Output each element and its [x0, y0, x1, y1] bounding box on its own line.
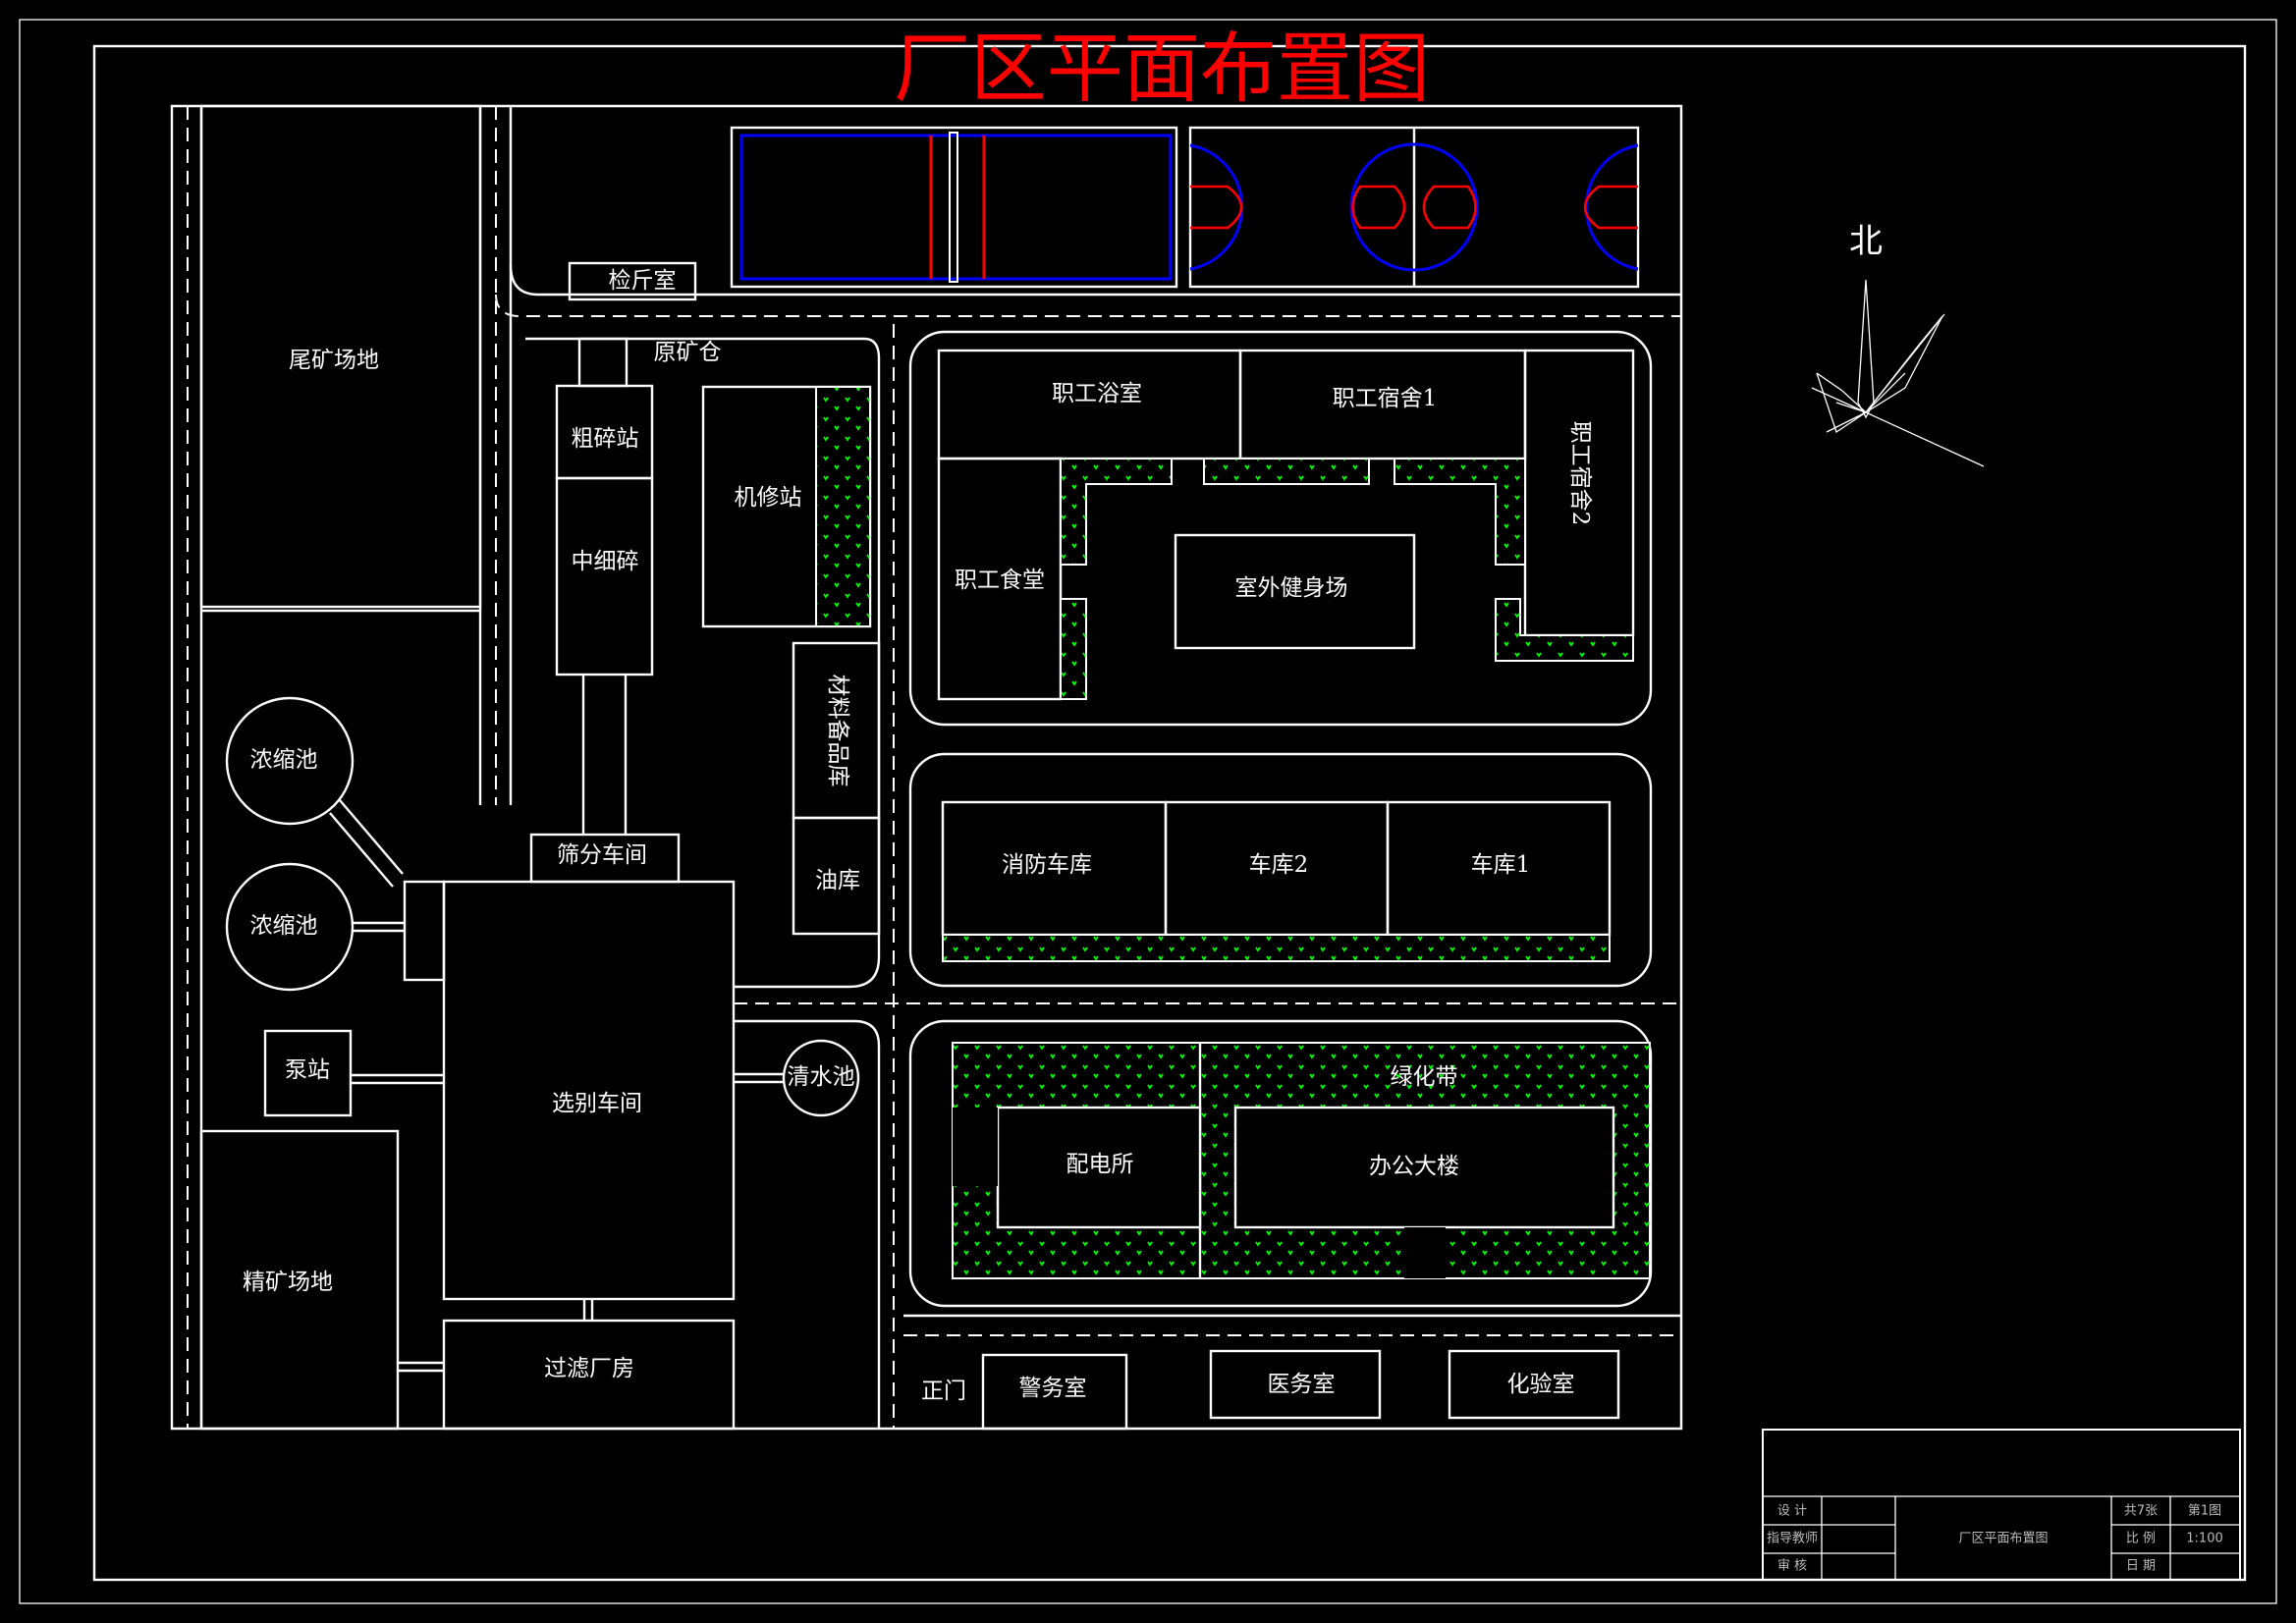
oil-depot-label: 油库: [815, 868, 860, 893]
outdoor-fitness-area: [1174, 533, 1416, 650]
clinic-label: 医务室: [1268, 1372, 1336, 1397]
tb-scale-label: 比 例: [2126, 1532, 2156, 1546]
thickener-1-label: 浓缩池: [250, 747, 318, 773]
garage-greenery: [942, 934, 1611, 962]
garage-block: [908, 752, 1653, 988]
power-distribution-label: 配电所: [1066, 1152, 1134, 1177]
tb-review: 审 核: [1777, 1559, 1807, 1574]
courtyard-greenery: [1203, 458, 1370, 485]
guard-room: [981, 1353, 1128, 1431]
thickener-2: [225, 862, 355, 992]
title-block: 设 计 指导教师 审 核 厂区平面布置图 共7张 第1图 比 例 1:100 日…: [1762, 1429, 2241, 1581]
office-building-label: 办公大楼: [1369, 1154, 1459, 1179]
canteen-greenery-2: [1060, 598, 1087, 700]
clinic: [1209, 1349, 1382, 1420]
materials-storehouse-label: 材料备品库: [825, 675, 850, 787]
tennis-net: [949, 132, 958, 283]
tb-date-label: 日 期: [2126, 1559, 2156, 1574]
outdoor-fitness-label: 室外健身场: [1235, 575, 1348, 601]
green-belt-label: 绿化带: [1391, 1064, 1458, 1090]
staff-bathroom-label: 职工浴室: [1052, 381, 1142, 406]
drawing-frame: [92, 44, 2247, 1582]
tb-drawing-name: 厂区平面布置图: [1958, 1532, 2048, 1546]
thickener-2-label: 浓缩池: [250, 913, 318, 939]
raw-ore-bin: [577, 337, 629, 388]
garage-2-label: 车库2: [1249, 852, 1309, 878]
inspection-room-label: 检斤室: [609, 268, 677, 294]
tb-advisor: 指导教师: [1767, 1531, 1818, 1546]
office-building: [1233, 1106, 1615, 1229]
filter-plant: [442, 1319, 736, 1431]
coarse-crushing-label: 粗碎站: [572, 426, 639, 452]
pump-station-label: 泵站: [285, 1057, 330, 1083]
staff-living-block: [908, 330, 1653, 727]
concentrating-workshop-label: 选别车间: [552, 1091, 642, 1116]
fire-garage-label: 消防车库: [1002, 852, 1092, 878]
north-label: 北: [1849, 222, 1883, 261]
concentrate-yard: [199, 1129, 400, 1431]
lab-label: 化验室: [1507, 1372, 1575, 1397]
repair-station-greenery: [815, 386, 871, 627]
north-arrow: 北: [1811, 222, 1985, 467]
thickener-connector: [403, 880, 446, 982]
drawing-title: 厂区平面布置图: [894, 26, 1430, 114]
tennis-court-lines: [739, 134, 1173, 281]
inspection-room: [568, 261, 697, 301]
canteen-greenery: [1060, 458, 1173, 566]
guard-room-label: 警务室: [1019, 1376, 1087, 1401]
staff-dorm-2-label: 职工宿舍2: [1567, 421, 1593, 526]
tailings-yard-label: 尾矿场地: [289, 348, 379, 373]
tb-scale-value: 1:100: [2186, 1532, 2222, 1546]
dorm-greenery-2: [1495, 598, 1634, 662]
screening-workshop-label: 筛分车间: [557, 842, 647, 868]
oil-depot: [792, 816, 881, 936]
site-boundary: [170, 104, 1683, 1431]
repair-station-label: 机修站: [735, 485, 802, 511]
medium-fine-crushing: [555, 476, 654, 676]
staff-canteen: [937, 457, 1063, 701]
thickener-1: [225, 696, 355, 826]
filter-plant-label: 过滤厂房: [544, 1356, 634, 1381]
raw-ore-bin-label: 原矿仓: [654, 340, 722, 365]
tennis-court-outline: [730, 126, 1178, 289]
tb-sheet-no: 第1图: [2188, 1504, 2221, 1519]
concentrating-workshop: [442, 880, 736, 1301]
outer-frame: [19, 19, 2277, 1604]
tb-design: 设 计: [1777, 1504, 1807, 1519]
staff-dorm-1-label: 职工宿舍1: [1333, 386, 1438, 411]
dorm-greenery: [1394, 458, 1526, 566]
clear-water-pool: [782, 1039, 860, 1117]
garage-1-label: 车库1: [1471, 852, 1531, 878]
lab: [1448, 1349, 1620, 1420]
staff-canteen-label: 职工食堂: [955, 568, 1045, 593]
clear-water-pool-label: 清水池: [788, 1064, 855, 1090]
main-gate-label: 正门: [921, 1379, 966, 1404]
pump-station: [263, 1029, 353, 1117]
concentrate-yard-label: 精矿场地: [243, 1270, 333, 1295]
medium-fine-crushing-label: 中细碎: [572, 549, 639, 574]
tb-sheets-total: 共7张: [2124, 1504, 2158, 1519]
